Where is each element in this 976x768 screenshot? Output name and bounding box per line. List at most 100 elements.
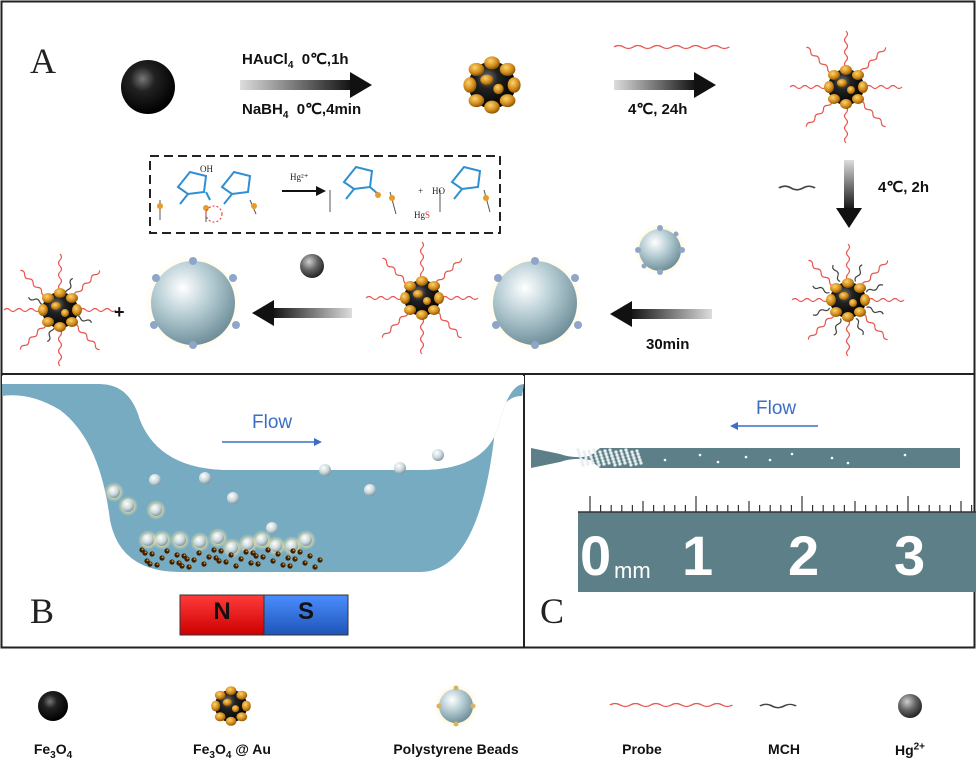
final-particle bbox=[4, 254, 116, 366]
trapped-bead bbox=[623, 461, 627, 465]
trapped-bead bbox=[627, 457, 631, 461]
legend-mch-label: MCH bbox=[768, 741, 800, 757]
captured-bead bbox=[194, 536, 206, 548]
step1-bottom-label: NaBH4 0℃,4min bbox=[242, 101, 362, 121]
trapped-bead bbox=[615, 453, 619, 457]
trapped-bead bbox=[620, 452, 624, 456]
trapped-bead bbox=[583, 453, 587, 457]
flow-dots-c bbox=[663, 452, 907, 465]
fe3o4-au-particle bbox=[463, 56, 521, 114]
trapped-bead bbox=[611, 457, 615, 461]
captured-bead bbox=[286, 540, 298, 552]
ruler-label-3: 3 bbox=[894, 524, 926, 587]
trapped-bead bbox=[632, 456, 636, 460]
trapped-bead bbox=[601, 459, 605, 463]
legend-bead-icon bbox=[434, 684, 478, 728]
ruler-label-2: 2 bbox=[788, 524, 820, 587]
free-bead bbox=[394, 462, 406, 474]
trapped-bead bbox=[636, 452, 640, 456]
figure-border bbox=[0, 0, 976, 649]
captured-bead bbox=[256, 534, 268, 546]
legend-probe-label: Probe bbox=[622, 741, 662, 757]
trapped-bead bbox=[593, 451, 597, 455]
legend-fe3o4-label: Fe3O4 bbox=[18, 741, 88, 761]
flow-bead bbox=[846, 461, 850, 465]
trapped-bead bbox=[610, 454, 614, 458]
legend-mch-icon bbox=[758, 703, 798, 709]
flow-bead bbox=[790, 452, 794, 456]
reaction-box bbox=[149, 155, 501, 234]
flow-bead bbox=[698, 453, 702, 457]
trapped-beads-c bbox=[576, 448, 643, 467]
legend-fe3o4-au-label: Fe3O4 @ Au bbox=[170, 741, 294, 761]
reaction-product: HgS bbox=[414, 210, 431, 220]
trapped-bead bbox=[590, 458, 594, 462]
captured-bead bbox=[156, 534, 168, 546]
probe-strand-icon bbox=[613, 44, 731, 50]
trapped-bead bbox=[602, 462, 606, 466]
ruler bbox=[578, 512, 976, 592]
flow-bead bbox=[830, 456, 834, 460]
trapped-bead bbox=[586, 462, 590, 466]
free-bead bbox=[266, 522, 278, 534]
panel-c-label: C bbox=[540, 591, 565, 631]
captured-bead bbox=[226, 542, 238, 554]
captured-bead bbox=[150, 504, 162, 516]
trapped-bead bbox=[581, 463, 585, 467]
fe3o4-particle bbox=[121, 60, 175, 114]
trapped-bead bbox=[626, 454, 630, 458]
arrow-2 bbox=[614, 80, 696, 90]
trapped-bead bbox=[584, 456, 588, 460]
legend-fe3o4-au-text: Fe3O4 @ Au bbox=[193, 741, 271, 761]
legend-hg-icon bbox=[898, 694, 922, 718]
trapped-bead bbox=[612, 460, 616, 464]
trapped-bead bbox=[606, 458, 610, 462]
mch-strand-icon bbox=[777, 184, 817, 192]
free-bead bbox=[432, 449, 444, 461]
trapped-bead bbox=[639, 461, 643, 465]
legend-fe3o4-icon bbox=[38, 691, 68, 721]
trapped-bead bbox=[604, 452, 608, 456]
trapped-bead bbox=[622, 458, 626, 462]
microchannel-b bbox=[2, 384, 524, 572]
captured-bead bbox=[122, 500, 134, 512]
trapped-bead bbox=[594, 454, 598, 458]
trapped-bead bbox=[598, 450, 602, 454]
trapped-bead bbox=[614, 450, 618, 454]
step1-top-label: HAuCl4 0℃,1h bbox=[242, 51, 349, 71]
trapped-bead bbox=[617, 459, 621, 463]
trapped-bead bbox=[585, 459, 589, 463]
flow-bead bbox=[768, 458, 772, 462]
panel-a-label: A bbox=[30, 41, 56, 81]
step4-label: 30min bbox=[646, 336, 690, 353]
free-bead bbox=[319, 464, 331, 476]
flow-bead bbox=[716, 460, 720, 464]
step3-label: 4℃, 2h bbox=[878, 179, 930, 196]
arrow-1 bbox=[240, 80, 352, 90]
polystyrene-bead-small bbox=[634, 224, 686, 276]
captured-bead bbox=[270, 540, 282, 552]
trapped-bead bbox=[613, 463, 617, 467]
panel-b-label: B bbox=[30, 591, 55, 631]
hg-ion-particle bbox=[300, 254, 324, 278]
free-bead bbox=[364, 484, 376, 496]
trapped-bead bbox=[629, 463, 633, 467]
trapped-bead bbox=[582, 450, 586, 454]
probe-mch-particle bbox=[792, 244, 904, 356]
trapped-bead bbox=[607, 461, 611, 465]
captured-bead bbox=[174, 534, 186, 546]
trapped-bead bbox=[589, 455, 593, 459]
trapped-bead bbox=[625, 451, 629, 455]
trapped-bead bbox=[578, 454, 582, 458]
trapped-bead bbox=[600, 456, 604, 460]
ruler-label-1: 1 bbox=[682, 524, 714, 587]
trapped-bead bbox=[597, 463, 601, 467]
magnet-s-label: S bbox=[297, 598, 314, 625]
trapped-bead bbox=[579, 457, 583, 461]
trapped-bead bbox=[577, 451, 581, 455]
trapped-bead bbox=[633, 459, 637, 463]
trapped-bead bbox=[576, 448, 580, 452]
ruler-label-0: 0 bbox=[580, 524, 612, 587]
bead-probe-complex bbox=[366, 242, 583, 354]
